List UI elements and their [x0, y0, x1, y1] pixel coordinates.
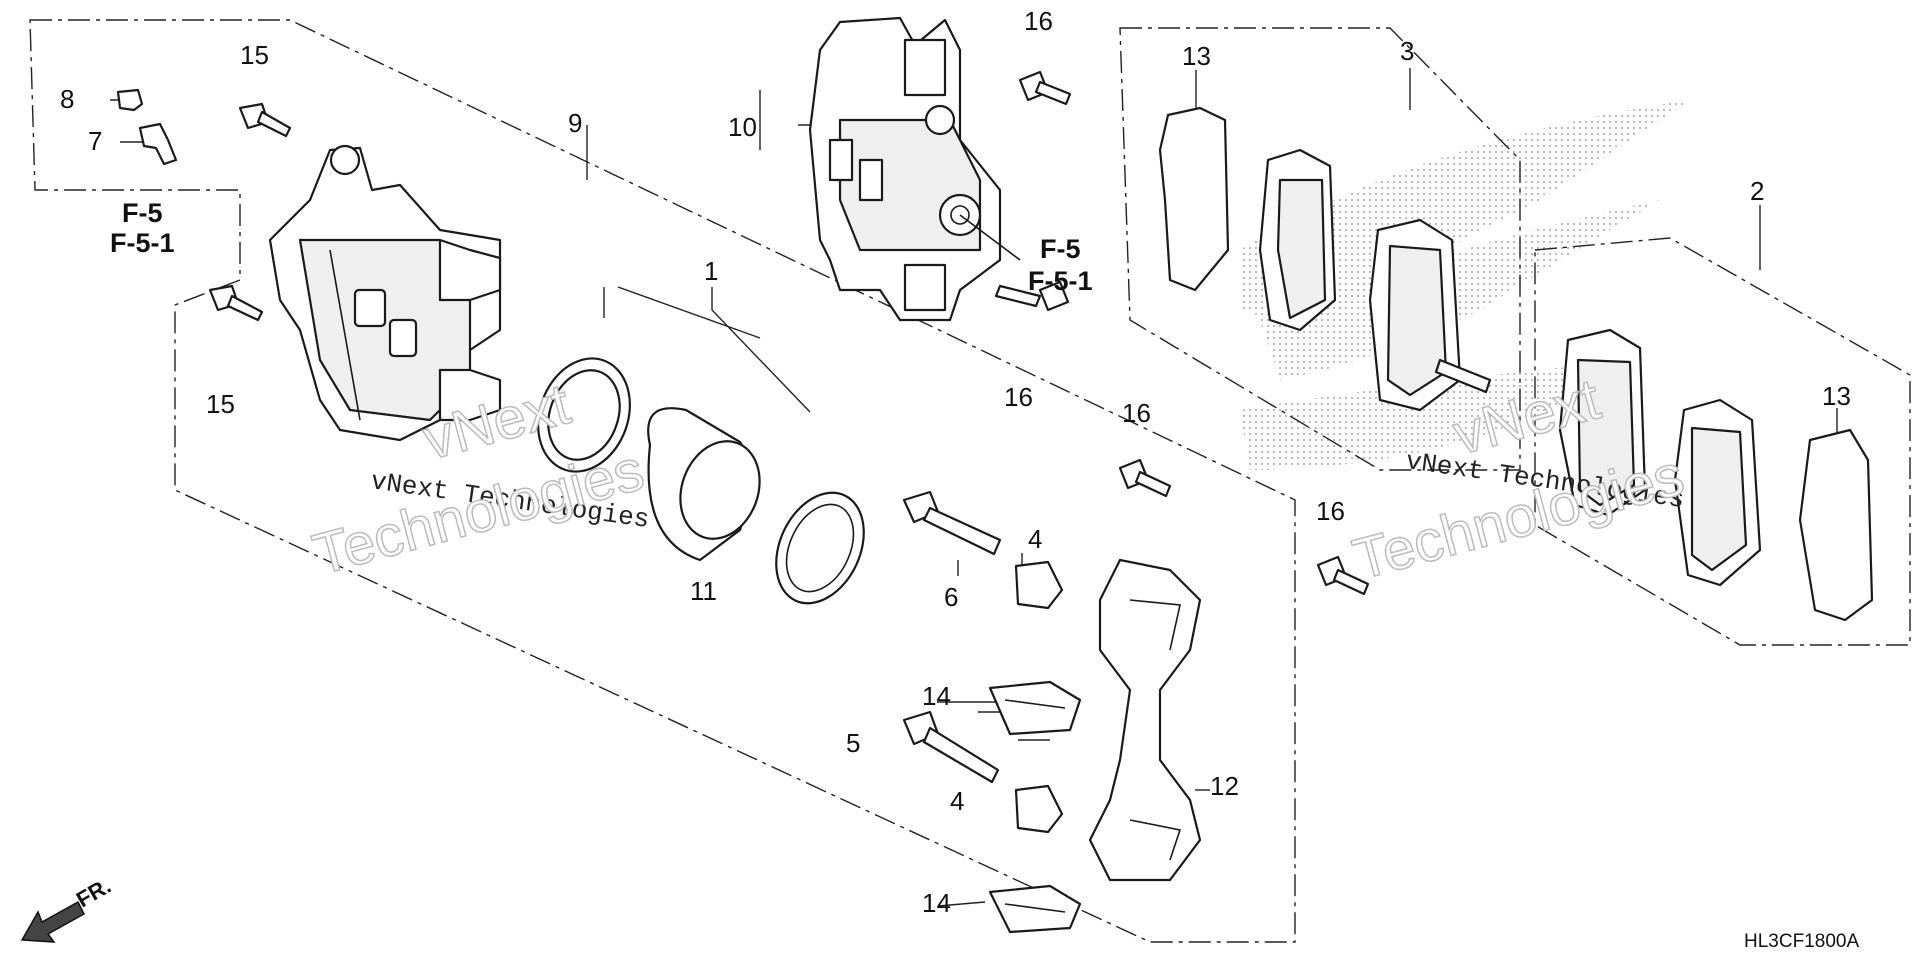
brake-pad-part-3-outer — [1368, 218, 1492, 412]
ref-left-f51: F-5-1 — [110, 228, 175, 258]
bolt-part-15-upper — [238, 102, 292, 138]
callout-1: 1 — [704, 256, 718, 286]
caliper-body-part-10 — [808, 16, 1021, 322]
caliper-assembly-part-9 — [268, 144, 502, 442]
callout-16-a: 16 — [1024, 6, 1053, 36]
pad-shim-part-13-upper — [1158, 106, 1230, 292]
ref-right-f5: F-5 — [1040, 234, 1081, 264]
callout-16-c: 16 — [1122, 398, 1151, 428]
callout-4-upper: 4 — [1028, 524, 1042, 554]
callout-9: 9 — [568, 108, 582, 138]
callout-5: 5 — [846, 728, 860, 758]
piston-part-11 — [647, 407, 761, 562]
bolt-part-16-c — [1118, 458, 1172, 498]
slide-pin-part-6 — [902, 490, 1002, 556]
brake-pad-part-2-inner — [1558, 328, 1647, 517]
bolt-part-15-lower — [208, 284, 264, 322]
callout-16-b: 16 — [1004, 382, 1033, 412]
callout-16-d: 16 — [1316, 496, 1345, 526]
callout-15-lower: 15 — [206, 389, 235, 419]
callout-14-lower: 14 — [922, 888, 951, 918]
brake-pad-part-3-inner — [1258, 148, 1337, 332]
slide-pin-part-5 — [902, 710, 1000, 784]
caliper-bracket-part-12 — [1088, 558, 1202, 882]
callout-6: 6 — [944, 582, 958, 612]
piston-seal-part-1 — [537, 357, 631, 473]
dust-seal-part-1 — [775, 491, 865, 605]
callout-8: 8 — [60, 84, 74, 114]
bolt-part-16-a — [1018, 70, 1072, 106]
callout-13-upper: 13 — [1182, 41, 1211, 71]
callout-3: 3 — [1400, 36, 1414, 66]
bleeder-screw-part-7 — [138, 122, 178, 166]
assembly-boundary-lines — [29, 19, 1911, 943]
bleeder-cap-part-8 — [116, 88, 144, 112]
pad-shim-part-13-lower — [1798, 428, 1874, 622]
callout-15-upper: 15 — [240, 40, 269, 70]
callout-4-lower: 4 — [950, 786, 964, 816]
callout-7: 7 — [88, 126, 102, 156]
ref-left-f5: F-5 — [122, 198, 163, 228]
callout-14-upper: 14 — [922, 681, 951, 711]
watermark: vNext Technologies vNext Technologies vN… — [306, 366, 1691, 594]
ref-right-f51: F-5-1 — [1028, 266, 1093, 296]
bolt-part-16-d — [1316, 555, 1370, 596]
callout-11: 11 — [690, 576, 717, 606]
dotted-wing-emblem — [1240, 100, 1690, 470]
pad-clip-part-14-upper — [988, 680, 1082, 736]
pad-clip-part-14-lower — [988, 884, 1082, 934]
diagram-code: HL3CF1800A — [1744, 931, 1859, 952]
pin-boot-part-4-upper — [1014, 560, 1064, 610]
callout-12: 12 — [1210, 771, 1239, 801]
reference-labels: F-5 F-5-1 F-5 F-5-1 — [110, 198, 1093, 296]
callout-13-lower: 13 — [1822, 381, 1851, 411]
brake-pad-part-2-outer — [1673, 398, 1762, 587]
bolt-part-16-b — [994, 280, 1070, 312]
pin-boot-part-4-lower — [1014, 784, 1064, 834]
callout-numbers: 1 2 3 4 4 5 6 7 8 9 10 11 12 13 13 14 14… — [60, 6, 1851, 918]
callout-10: 10 — [728, 112, 757, 142]
callout-2: 2 — [1750, 176, 1764, 206]
front-direction-arrow-icon — [20, 900, 85, 943]
